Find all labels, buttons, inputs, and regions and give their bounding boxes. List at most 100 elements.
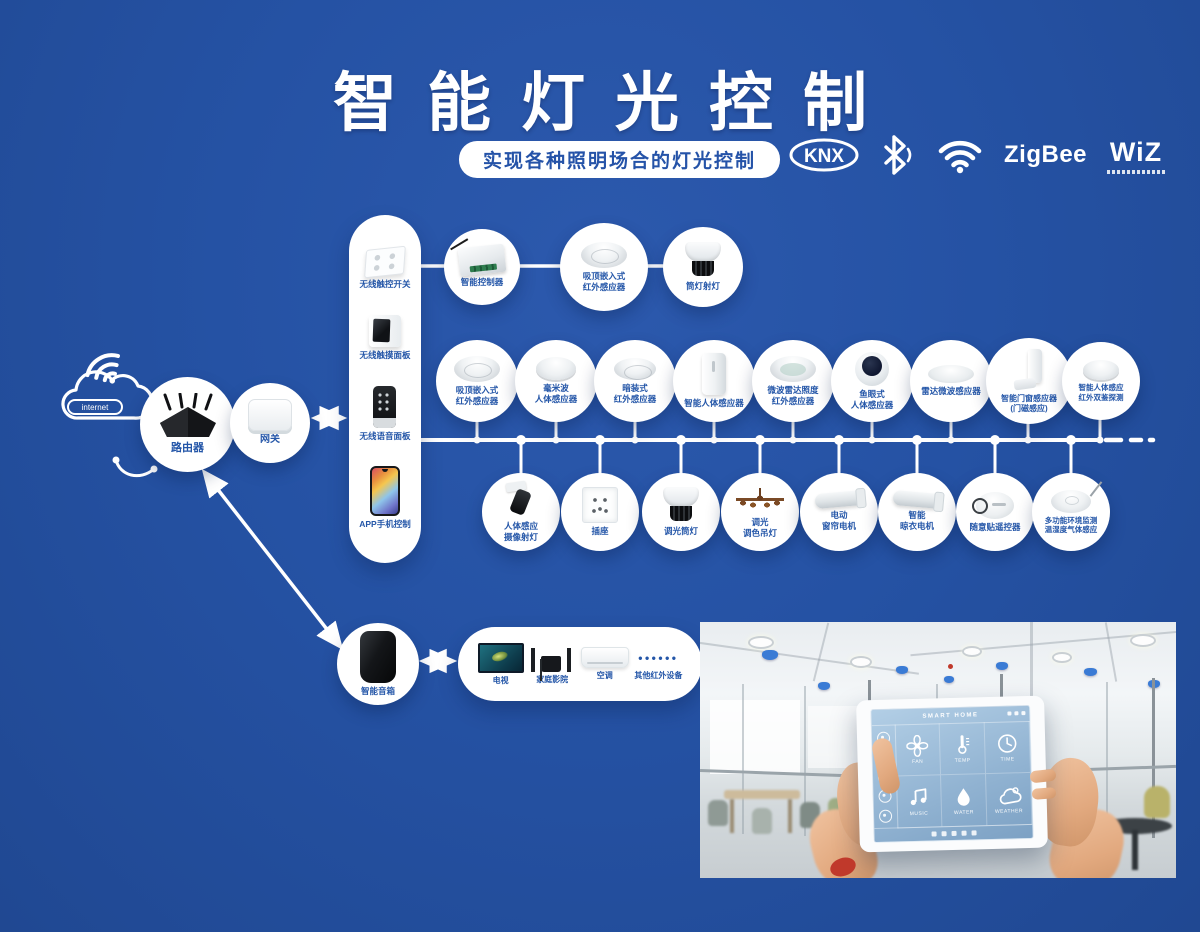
- smartphone-image: [369, 466, 400, 517]
- ellipsis-dots-icon: ••••••: [638, 650, 679, 665]
- fisheye-sensor-image: [855, 351, 889, 386]
- controller-node[interactable]: 智能控制器: [444, 229, 520, 305]
- router-label: 路由器: [171, 442, 204, 455]
- chandelier-image: [736, 485, 784, 514]
- device-node-5[interactable]: 电动窗帘电机: [800, 473, 878, 551]
- tablet-screen: SMART HOME: [870, 704, 1034, 844]
- gateway-image: [248, 399, 292, 432]
- devices-icon[interactable]: [950, 830, 957, 837]
- tablet[interactable]: SMART HOME: [856, 695, 1048, 853]
- protocol-logos: KNX ZigBee WiZ: [788, 132, 1166, 178]
- tv-item[interactable]: 电视: [477, 642, 524, 686]
- sensor-node-5[interactable]: 微波雷达照度红外感应器: [752, 340, 834, 422]
- temperature-tile[interactable]: TEMP: [939, 722, 987, 776]
- ceiling-pir-node[interactable]: 吸顶嵌入式红外感应器: [560, 223, 648, 311]
- gateway-node[interactable]: 网关: [230, 383, 310, 463]
- touch-switch-item[interactable]: 无线触控开关: [359, 245, 411, 290]
- recessed-pir-image: [614, 357, 656, 380]
- zigbee-logo: ZigBee: [1004, 141, 1088, 168]
- device-node-8[interactable]: 多功能环境监测温湿度气体感应: [1032, 473, 1110, 551]
- drying-motor-image: [892, 490, 942, 510]
- bluetooth-icon: [884, 135, 912, 175]
- sensor-node-6[interactable]: 鱼眼式人体感应器: [831, 340, 913, 422]
- phone-icon[interactable]: [960, 830, 967, 836]
- sticker-remote-image: [972, 491, 1014, 519]
- time-tile[interactable]: TIME: [984, 720, 1031, 775]
- device-node-7[interactable]: 随意贴遥控器: [956, 473, 1034, 551]
- socket-image: [582, 487, 618, 524]
- sensor-node-7[interactable]: 雷达微波感应器: [910, 340, 992, 422]
- chair: [708, 800, 728, 826]
- sensor-node-1[interactable]: 吸顶嵌入式红外感应器: [436, 340, 518, 422]
- page-title: 智能灯光控制: [333, 67, 897, 139]
- tablet-dock: [874, 823, 1033, 843]
- clock-icon: [998, 733, 1017, 753]
- home-theater-item[interactable]: 家庭影院: [529, 644, 575, 685]
- touch-panel-item[interactable]: 无线触摸面板: [359, 314, 411, 361]
- downlight-node[interactable]: 筒灯射灯: [663, 227, 743, 307]
- cloud-label: internet: [82, 403, 109, 412]
- door-sensor-image: [1014, 348, 1044, 391]
- device-node-2[interactable]: 插座: [561, 473, 639, 551]
- controller-module-image: [457, 243, 507, 277]
- touch-switch-image: [364, 245, 406, 279]
- home-icon[interactable]: [930, 831, 937, 837]
- music-tile[interactable]: MUSIC: [896, 775, 943, 829]
- phone-app-item[interactable]: APP手机控制: [359, 466, 411, 530]
- wifi-icon: [938, 140, 982, 174]
- wiz-tagline: [1107, 169, 1166, 174]
- downlight-image: [685, 242, 721, 278]
- svg-text:KNX: KNX: [804, 146, 844, 167]
- tablet-title: SMART HOME: [922, 711, 979, 720]
- cloud-weather-icon: [999, 786, 1022, 804]
- sensor-node-9[interactable]: 智能人体感应红外双鉴探测: [1062, 342, 1140, 420]
- home-theater-image: [529, 644, 575, 672]
- fan-icon: [906, 734, 929, 757]
- wall-sensor-image: [702, 353, 726, 396]
- sensor-node-2[interactable]: 毫米波人体感应器: [515, 340, 597, 422]
- sprinkler-icon: [948, 664, 953, 669]
- router-node[interactable]: 路由器: [140, 377, 235, 472]
- voice-panel-item[interactable]: 无线语音面板: [359, 385, 411, 442]
- env-sensor-image: [1051, 489, 1091, 513]
- radar-lux-sensor-image: [770, 355, 816, 382]
- gateway-label: 网关: [260, 434, 280, 446]
- scenes-icon[interactable]: [940, 831, 947, 837]
- air-conditioner-item[interactable]: 空调: [580, 647, 629, 681]
- speaker-node[interactable]: 智能音箱: [337, 623, 419, 705]
- lock-icon[interactable]: [878, 809, 893, 823]
- other-ir-devices-item[interactable]: •••••• 其他红外设备: [634, 648, 682, 681]
- dimming-downlight-image: [663, 487, 699, 523]
- weather-tile[interactable]: WEATHER: [986, 772, 1033, 827]
- knx-logo: KNX: [789, 138, 859, 172]
- voice-panel-image: [373, 385, 397, 428]
- mmwave-sensor-image: [536, 357, 576, 381]
- ceiling-pir-image: [581, 241, 627, 268]
- sensor-node-3[interactable]: 暗装式红外感应器: [594, 340, 676, 422]
- more-icon[interactable]: [970, 830, 977, 836]
- device-node-1[interactable]: 人体感应摄像射灯: [482, 473, 560, 551]
- tv-image: [477, 642, 524, 673]
- device-node-4[interactable]: 调光调色吊灯: [721, 473, 799, 551]
- sensor-node-4[interactable]: 智能人体感应器: [673, 340, 755, 422]
- sensor-node-8[interactable]: 智能门窗感应器(门磁感应): [986, 338, 1072, 424]
- appliance-group: 电视 家庭影院 空调 •••••• 其他红外设备: [458, 627, 702, 701]
- thermometer-icon: [958, 734, 970, 754]
- cloud-icon: internet: [61, 370, 152, 420]
- pir-dome-image: [454, 355, 500, 382]
- water-drop-icon: [957, 787, 970, 806]
- fan-tile[interactable]: FAN: [894, 723, 942, 777]
- office-photo: SMART HOME: [700, 622, 1176, 878]
- water-tile[interactable]: WATER: [941, 774, 988, 828]
- router-image: [159, 393, 216, 438]
- wiz-logo: WiZ: [1107, 137, 1166, 174]
- device-node-3[interactable]: 调光筒灯: [642, 473, 720, 551]
- camera-spotlight-image: [503, 482, 539, 518]
- device-node-6[interactable]: 智能晾衣电机: [878, 473, 956, 551]
- curtain-motor-image: [814, 490, 864, 510]
- speaker-label: 智能音箱: [360, 686, 395, 697]
- touch-panel-image: [368, 314, 401, 347]
- music-icon: [910, 787, 927, 805]
